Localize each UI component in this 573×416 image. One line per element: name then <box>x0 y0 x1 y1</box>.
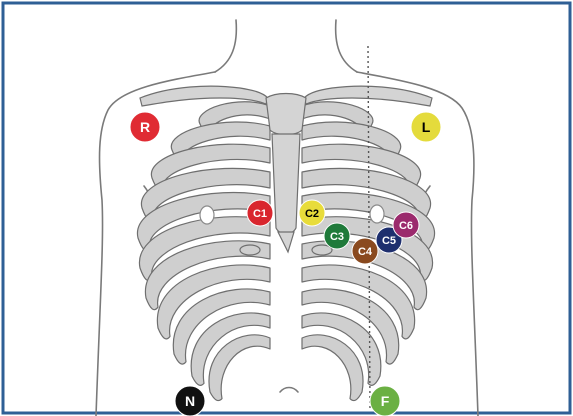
electrode-c1-label: C1 <box>253 208 267 220</box>
electrode-c2-label: C2 <box>305 208 319 220</box>
electrode-n-label: N <box>185 393 195 409</box>
electrode-f: F <box>370 386 400 416</box>
electrode-c5-label: C5 <box>382 235 396 247</box>
electrode-f-label: F <box>381 393 390 409</box>
electrode-l-label: L <box>422 119 431 135</box>
electrode-c3-label: C3 <box>330 231 344 243</box>
electrode-c6-label: C6 <box>399 220 413 232</box>
electrode-c1: C1 <box>247 200 273 226</box>
electrode-c4-label: C4 <box>358 246 373 258</box>
electrode-c6: C6 <box>393 212 419 238</box>
right-nipple-outline <box>370 205 384 223</box>
manubrium <box>266 94 306 135</box>
left-costal-cartilage <box>240 245 260 255</box>
electrode-c4: C4 <box>352 238 378 264</box>
electrode-r-label: R <box>140 119 150 135</box>
electrode-r: R <box>130 112 160 142</box>
electrode-n: N <box>175 386 205 416</box>
electrode-l: L <box>411 112 441 142</box>
sternum-body <box>272 134 300 234</box>
left-nipple-outline <box>200 206 214 224</box>
electrode-c3: C3 <box>324 223 350 249</box>
electrode-c2: C2 <box>299 200 325 226</box>
